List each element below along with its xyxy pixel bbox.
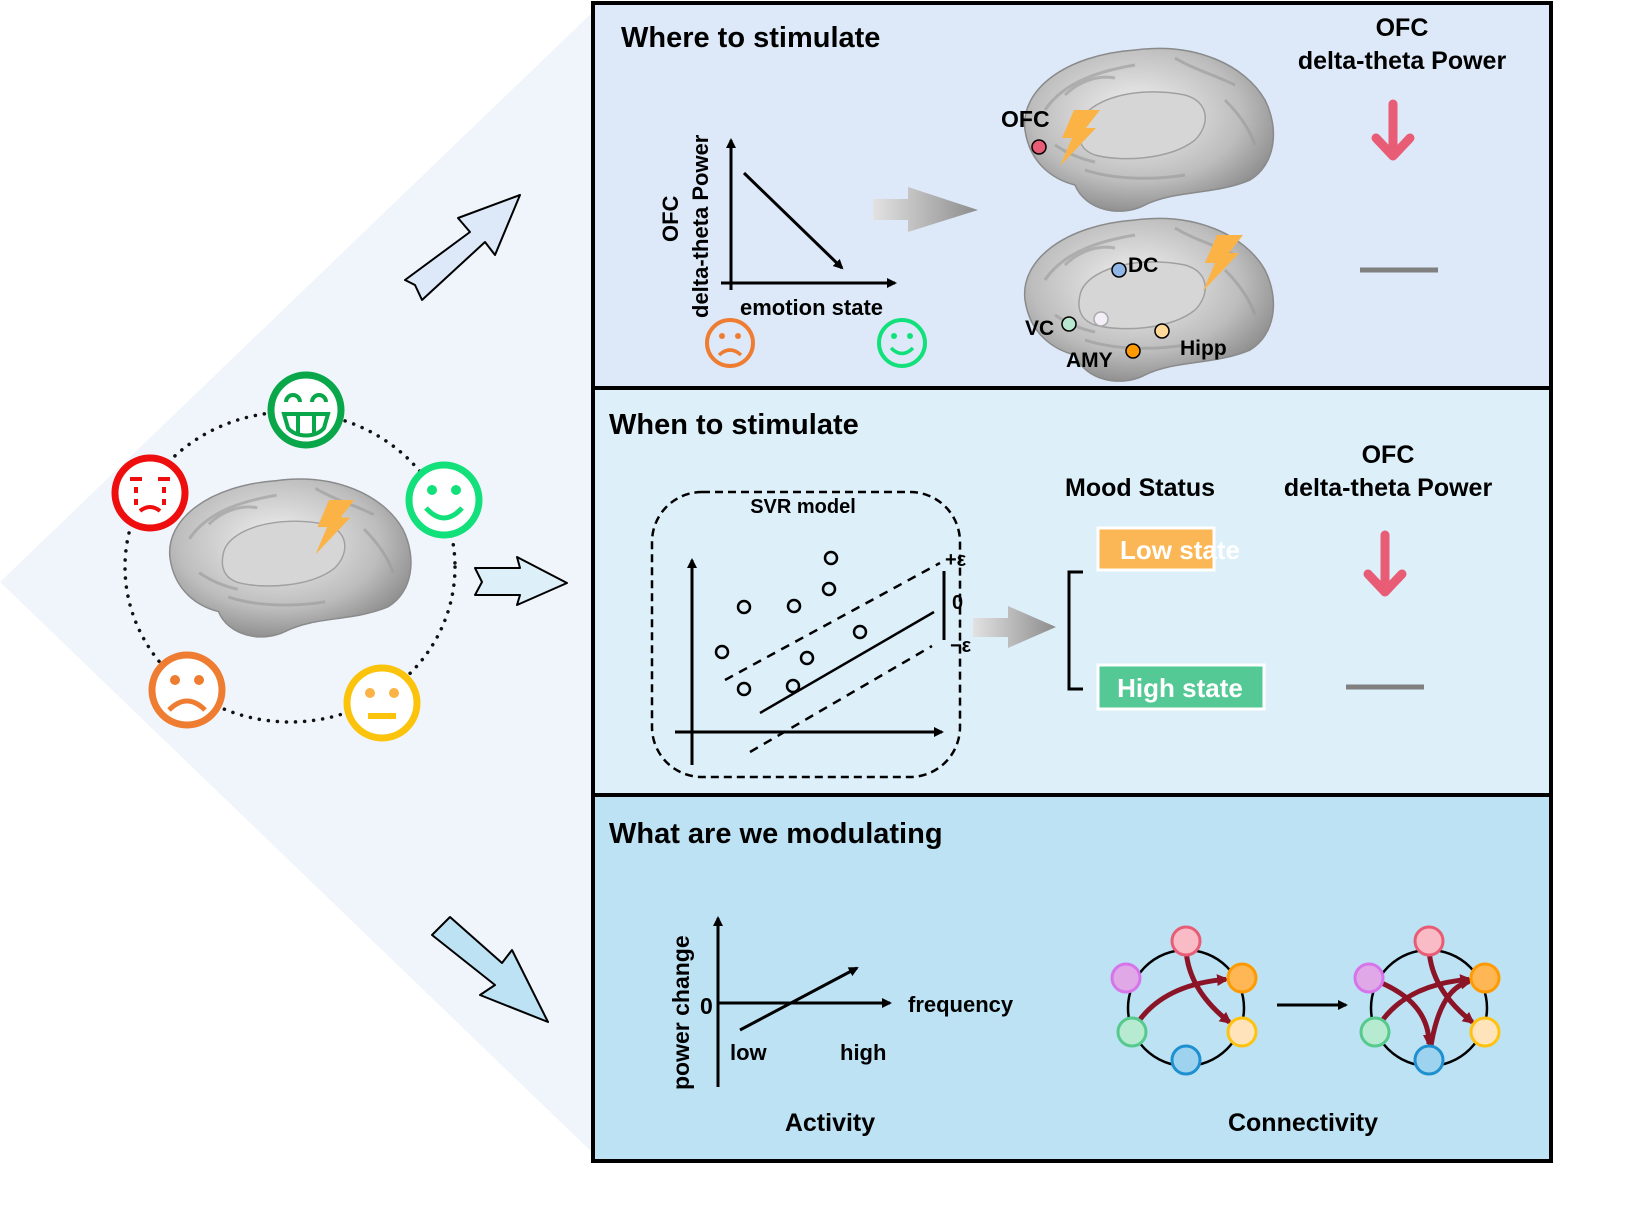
decrease-arrow-icon: [1371, 99, 1415, 161]
network-node: [1226, 1016, 1258, 1048]
svr-data-point: [736, 681, 752, 697]
network-node: [1353, 962, 1385, 994]
connectivity-after: [1353, 925, 1501, 1076]
gray-arrow-when: [973, 606, 1056, 648]
region-dc-marker: [1111, 262, 1127, 278]
panel-what-bg: [591, 793, 1553, 1163]
svr-data-point: [736, 599, 752, 615]
emotion-ring: [111, 371, 483, 742]
panel-what-title: What are we modulating: [609, 818, 943, 850]
region-center-marker: [1093, 311, 1109, 327]
grinning-face-icon: [267, 371, 345, 449]
svr-plot: +ε 0 −ε: [675, 549, 972, 765]
network-node: [1469, 962, 1501, 994]
arrow-to-where: [404, 194, 521, 301]
panel-where-title: Where to stimulate: [621, 22, 880, 54]
network-node: [1469, 1016, 1501, 1048]
where-ylabel-line2: delta-theta Power: [688, 134, 713, 318]
activity-plot: power change 0 frequency low high: [668, 916, 1014, 1090]
eps-plus: +ε: [945, 549, 967, 571]
svr-model-title: SVR model: [750, 496, 856, 518]
arrow-to-when: [474, 556, 568, 606]
network-node: [1170, 925, 1202, 957]
activity-caption: Activity: [785, 1109, 875, 1137]
label-vc: VC: [1025, 317, 1054, 340]
panel-when-title: When to stimulate: [609, 409, 859, 441]
where-mini-chart: OFC delta-theta Power emotion state: [658, 134, 927, 368]
label-hipp: Hipp: [1180, 337, 1227, 360]
smiling-face-icon: [405, 461, 483, 539]
activity-high: high: [840, 1040, 886, 1065]
svr-data-point: [786, 598, 802, 614]
sad-face-icon: [148, 651, 226, 729]
low-state-label: Low state: [1120, 535, 1240, 565]
sad-face-icon: [705, 318, 755, 368]
label-dc: DC: [1128, 254, 1158, 277]
svr-data-point: [714, 644, 730, 660]
network-node: [1226, 962, 1258, 994]
svr-data-point: [823, 550, 839, 566]
network-node: [1359, 1016, 1391, 1048]
label-amy: AMY: [1066, 349, 1113, 372]
network-node: [1413, 1044, 1445, 1076]
svr-model-box: [650, 490, 962, 779]
smile-outline: [405, 461, 483, 539]
where-xlabel: emotion state: [740, 295, 883, 320]
smiling-face-icon: [877, 318, 927, 368]
connectivity-before: [1110, 925, 1258, 1076]
high-state-badge: High state: [1096, 663, 1266, 711]
activity-xlabel: frequency: [908, 992, 1014, 1017]
network-node: [1110, 962, 1142, 994]
where-result-header-2: delta-theta Power: [1298, 47, 1507, 75]
mood-status-header: Mood Status: [1065, 474, 1215, 502]
activity-low: low: [730, 1040, 768, 1065]
network-node: [1116, 1016, 1148, 1048]
activity-trend-arrow: [739, 966, 859, 1032]
crying-face-icon: [111, 454, 189, 532]
where-result-header-1: OFC: [1376, 14, 1429, 42]
svr-lower-margin: [749, 644, 933, 754]
svr-fit-line: [759, 610, 935, 715]
arrow-to-what: [431, 916, 549, 1023]
region-ofc-marker: [1031, 139, 1047, 155]
when-power-header-1: OFC: [1362, 441, 1415, 469]
activity-ylabel: power change: [668, 935, 694, 1090]
high-state-label: High state: [1117, 673, 1243, 703]
eps-zero: 0: [952, 592, 963, 614]
decrease-arrow-icon: [1363, 530, 1407, 597]
brain-top-ofc: [1023, 46, 1275, 213]
neutral-outline: [343, 664, 421, 742]
svr-upper-margin: [724, 561, 941, 682]
cry-outline: [111, 454, 189, 532]
neutral-face-icon: [343, 664, 421, 742]
eps-minus: −ε: [950, 635, 972, 657]
sad-outline: [148, 651, 226, 729]
gray-arrow-where: [873, 187, 978, 232]
region-amy-marker: [1125, 343, 1141, 359]
svr-data-point: [785, 678, 801, 694]
where-ylabel-line1: OFC: [658, 195, 683, 242]
low-state-badge: Low state: [1096, 526, 1240, 572]
network-node: [1413, 925, 1445, 957]
mood-bracket: [1067, 570, 1083, 691]
network-node: [1170, 1044, 1202, 1076]
region-hipp-marker: [1154, 323, 1170, 339]
svr-data-point: [852, 624, 868, 640]
brain-bottom-regions: [1023, 216, 1275, 383]
when-power-header-2: delta-theta Power: [1284, 474, 1493, 502]
svr-data-point: [799, 650, 815, 666]
connectivity-caption: Connectivity: [1228, 1109, 1378, 1137]
activity-zero: 0: [700, 993, 713, 1019]
svr-data-point: [821, 581, 837, 597]
region-vc-marker: [1061, 316, 1077, 332]
label-ofc: OFC: [1001, 106, 1050, 132]
